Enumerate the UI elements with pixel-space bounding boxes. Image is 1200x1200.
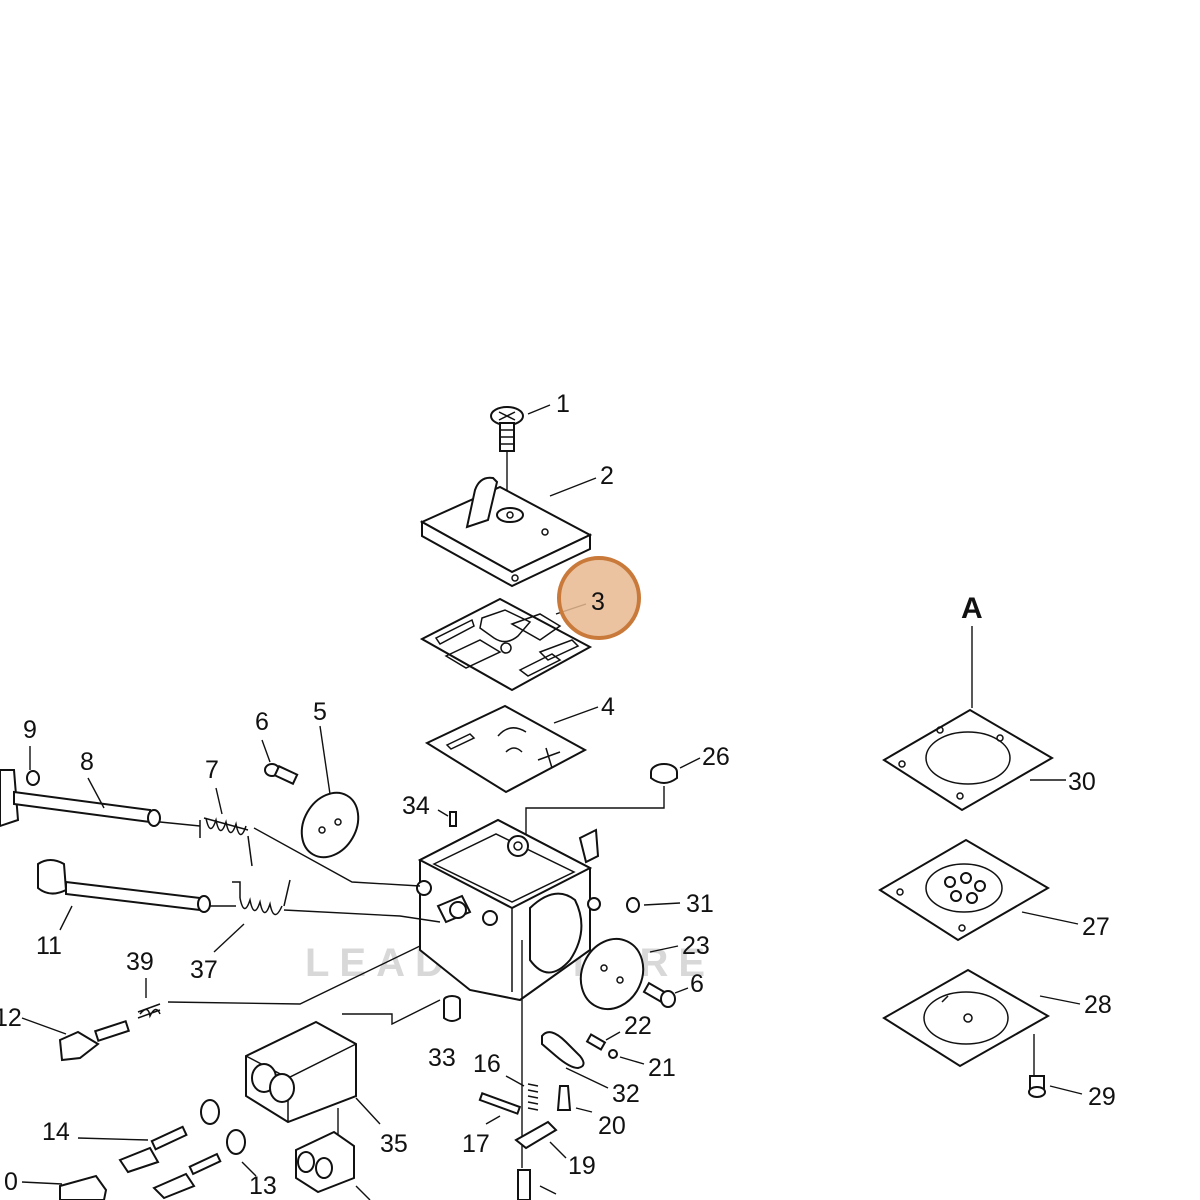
part-2-pump-cover[interactable] — [419, 476, 593, 588]
part-4-pump-diaphragm[interactable] — [424, 704, 588, 794]
label-9: 9 — [23, 716, 37, 744]
label-8: 8 — [80, 748, 94, 776]
label-34: 34 — [402, 792, 430, 820]
label-16: 16 — [473, 1050, 501, 1078]
part-1-screw[interactable] — [490, 406, 524, 452]
part-20-inlet-needle[interactable] — [556, 1085, 572, 1111]
label-6-left: 6 — [255, 708, 269, 736]
label-32: 32 — [612, 1080, 640, 1108]
part-23-disk[interactable] — [570, 929, 655, 1020]
label-0: 0 — [4, 1168, 18, 1196]
part-5-disk[interactable] — [290, 783, 369, 868]
label-17: 17 — [462, 1130, 490, 1158]
label-4: 4 — [601, 693, 615, 721]
label-2: 2 — [600, 462, 614, 490]
label-28: 28 — [1084, 991, 1112, 1019]
part-fitting-bottom-left[interactable] — [59, 1174, 108, 1200]
part-9-clip[interactable] — [26, 770, 40, 786]
part-7-spring[interactable] — [199, 817, 253, 867]
part-19-lever[interactable] — [514, 1120, 558, 1150]
label-5: 5 — [313, 698, 327, 726]
label-12: 12 — [0, 1004, 22, 1032]
part-27-metering-diaphragm[interactable] — [878, 838, 1050, 942]
label-26: 26 — [702, 743, 730, 771]
part-34-pin[interactable] — [449, 811, 457, 827]
label-11: 11 — [36, 932, 62, 960]
part-3-gasket[interactable] — [419, 597, 593, 692]
part-8-throttle-shaft[interactable] — [0, 769, 161, 828]
label-6-right: 6 — [690, 970, 704, 998]
label-22: 22 — [624, 1012, 652, 1040]
part-33-cap[interactable] — [443, 995, 461, 1022]
label-1: 1 — [556, 390, 570, 418]
part-35-filter-small[interactable] — [295, 1130, 355, 1194]
part-needle-lower[interactable] — [152, 1152, 222, 1200]
part-12-idle-screw[interactable] — [58, 1020, 131, 1062]
part-35-filter[interactable] — [245, 1020, 357, 1124]
part-14-needle[interactable] — [118, 1125, 188, 1174]
label-19: 19 — [568, 1152, 596, 1180]
highlight-marker[interactable] — [557, 556, 641, 640]
part-17-pin[interactable] — [478, 1092, 522, 1115]
part-26-welch-plug[interactable] — [650, 763, 678, 784]
section-label-a: A — [961, 592, 983, 625]
part-13-washer[interactable] — [200, 1099, 246, 1155]
label-20: 20 — [598, 1112, 626, 1140]
part-29-screw[interactable] — [1028, 1075, 1046, 1098]
label-13: 13 — [249, 1172, 277, 1200]
label-30: 30 — [1068, 768, 1096, 796]
label-33: 33 — [428, 1044, 456, 1072]
label-35: 35 — [380, 1130, 408, 1158]
part-21-ball[interactable] — [608, 1049, 618, 1059]
part-16-spring[interactable] — [527, 1083, 539, 1111]
label-21: 21 — [648, 1054, 676, 1082]
part-6-screw-left[interactable] — [264, 763, 299, 786]
part-22-needle[interactable] — [585, 1033, 607, 1051]
label-3: 3 — [591, 588, 605, 616]
part-31-clip[interactable] — [626, 897, 640, 913]
part-28-metering-cover[interactable] — [882, 968, 1051, 1068]
label-29: 29 — [1088, 1083, 1116, 1111]
part-6-screw-right[interactable] — [642, 981, 676, 1008]
part-37-spring[interactable] — [232, 879, 291, 916]
label-39: 39 — [126, 948, 154, 976]
label-37: 37 — [190, 956, 218, 984]
part-39-spring[interactable] — [137, 1003, 161, 1019]
label-23: 23 — [682, 932, 710, 960]
part-32-o-ring[interactable] — [541, 1031, 585, 1070]
part-30-gasket[interactable] — [882, 708, 1054, 812]
part-screw-bottom[interactable] — [517, 1169, 531, 1200]
label-14: 14 — [42, 1118, 70, 1146]
label-31: 31 — [686, 890, 714, 918]
label-7: 7 — [205, 756, 219, 784]
part-11-choke-shaft[interactable] — [37, 859, 211, 913]
carburetor-body[interactable] — [416, 818, 601, 1002]
label-27: 27 — [1082, 913, 1110, 941]
